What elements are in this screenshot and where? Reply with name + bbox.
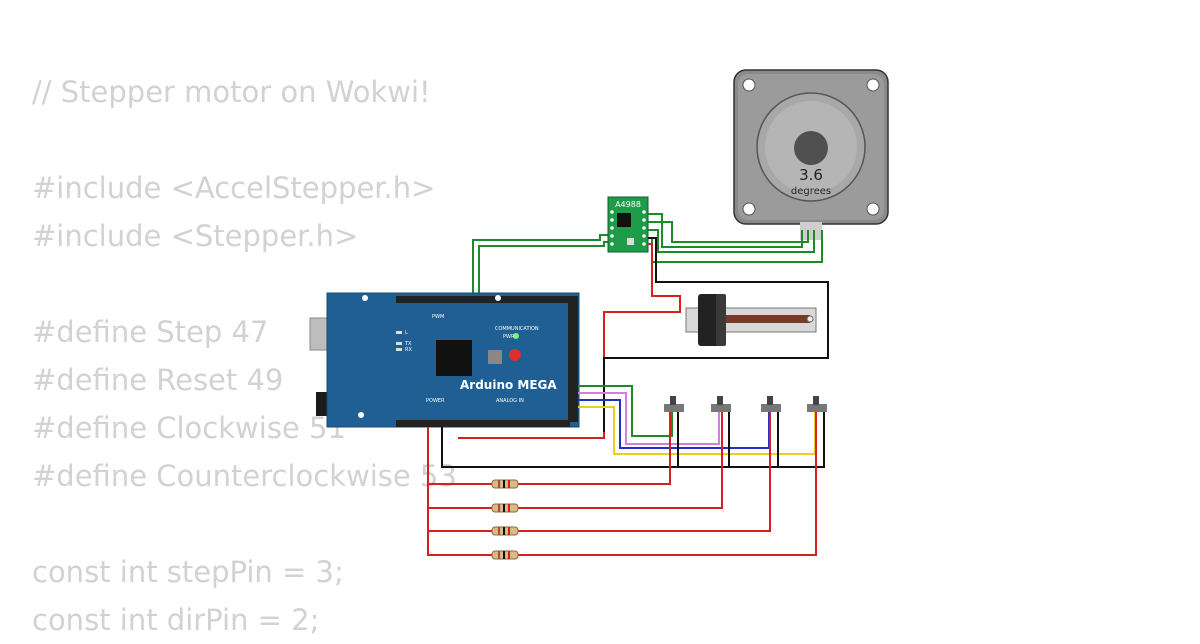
resistor-4[interactable] <box>491 550 519 560</box>
communication-label: COMMUNICATION <box>495 326 539 332</box>
motor-angle-unit: degrees <box>791 186 831 197</box>
wires-driver-power <box>458 237 829 439</box>
wires-arduino-driver <box>472 234 613 296</box>
resistor-3[interactable] <box>491 526 519 536</box>
arduino-mega[interactable]: L TX RX PWR PWM COMMUNICATION Arduino ME… <box>309 292 580 428</box>
code-line: #define Clockwise 51 <box>32 411 346 445</box>
code-line: const int stepPin = 3; <box>32 555 344 589</box>
power-led <box>513 333 519 339</box>
led-rx-label: RX <box>405 347 412 353</box>
power-label: POWER <box>426 398 445 404</box>
led-pwr-label: PWR <box>503 334 515 340</box>
motor-angle: 3.6 <box>799 166 823 184</box>
slide-switch-2[interactable] <box>711 396 731 412</box>
slide-switch-1[interactable] <box>664 396 684 412</box>
stepper-motor[interactable]: 3.6 degrees <box>733 69 889 240</box>
motor-shaft <box>794 131 828 165</box>
code-line: // Stepper motor on Wokwi! <box>32 75 431 109</box>
wires-switch-power <box>441 412 825 468</box>
code-line: #define Reset 49 <box>32 363 284 397</box>
slide-switch-3[interactable] <box>761 396 781 412</box>
driver-label: A4988 <box>615 200 641 209</box>
slide-switch-4[interactable] <box>807 396 827 412</box>
resistor-1[interactable] <box>491 479 519 489</box>
board-name: Arduino MEGA <box>460 378 557 392</box>
analog-in-label: ANALOG IN <box>496 398 524 404</box>
led-tx-label: TX <box>404 341 412 347</box>
code-line: #include <AccelStepper.h> <box>32 171 436 205</box>
code-line: #include <Stepper.h> <box>32 219 359 253</box>
wires-resistors <box>427 412 817 556</box>
slide-potentiometer[interactable] <box>685 294 817 346</box>
wires-arduino-switches <box>578 385 816 455</box>
code-line: #define Step 47 <box>32 315 269 349</box>
reset-button[interactable] <box>509 349 521 361</box>
circuit-diagram: 3.6 degrees A4988 <box>309 69 889 560</box>
led-l-label: L <box>405 330 408 336</box>
resistor-2[interactable] <box>491 503 519 513</box>
a4988-driver[interactable]: A4988 <box>607 196 649 253</box>
code-line: #define Counterclockwise 53 <box>32 459 457 493</box>
pwm-label: PWM <box>432 314 444 320</box>
